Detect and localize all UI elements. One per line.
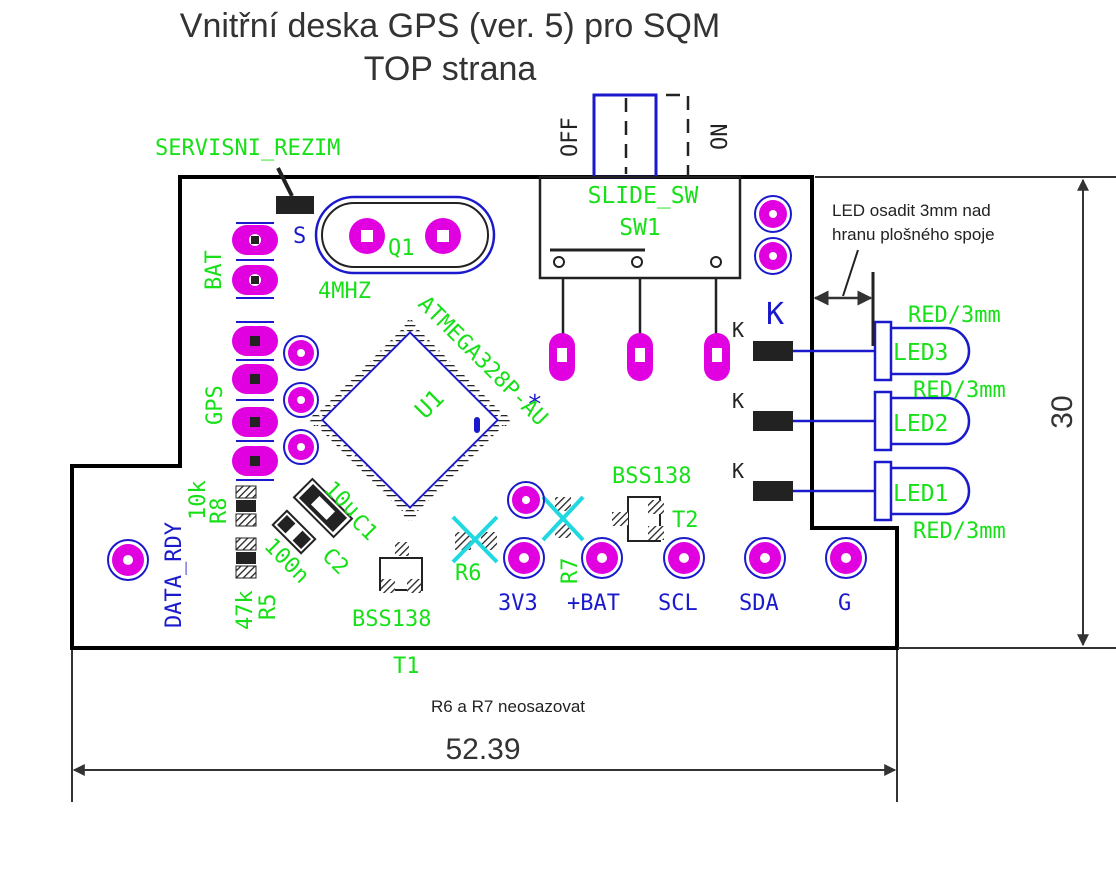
- led3-k-label: K: [732, 318, 744, 342]
- led3-ref-label: LED3: [893, 340, 948, 366]
- data-rdy-label: DATA_RDY: [162, 522, 187, 628]
- switch-pads: [549, 333, 730, 381]
- r8-value-label: 10k: [186, 480, 211, 520]
- switch-side-vias: [754, 195, 792, 275]
- switch-on-label: ON: [708, 124, 733, 151]
- pad-g-label: G: [838, 591, 851, 616]
- switch-ref-label: SW1: [619, 215, 661, 241]
- led1-type-label: RED/3mm: [913, 519, 1006, 544]
- bat-connector: [232, 222, 278, 299]
- led3-type-label: RED/3mm: [908, 303, 1001, 328]
- pad-sda-label: SDA: [739, 591, 779, 616]
- width-dimension: [71, 650, 898, 802]
- s-label: S: [293, 224, 306, 249]
- mcu-star: *: [527, 390, 543, 420]
- mcu-pin1-mark: [474, 417, 480, 433]
- mcu-u1: [309, 319, 511, 521]
- led-note-line1: LED osadit 3mm nad: [832, 201, 991, 220]
- r5-value-label: 47k: [233, 590, 258, 630]
- r5-ref-label: R5: [256, 594, 281, 621]
- led2: [753, 390, 971, 452]
- servisni-leader: [276, 167, 294, 197]
- switch-type-label: SLIDE_SW: [588, 183, 699, 209]
- t1-ref-label: T1: [393, 654, 420, 679]
- resistor-r8: [235, 485, 257, 527]
- via-r7: [507, 481, 545, 519]
- led2-ref-label: LED2: [893, 411, 948, 437]
- led1: [753, 460, 971, 522]
- slide-switch: [538, 93, 742, 335]
- pad-bat-label: +BAT: [567, 591, 620, 616]
- led-note-line2: hranu plošného spoje: [832, 225, 995, 244]
- gps-vias: [283, 335, 319, 465]
- bat-label: BAT: [202, 250, 227, 290]
- t1-type-label: BSS138: [352, 607, 431, 632]
- q1-label: Q1: [388, 236, 415, 261]
- led-note-leader: [842, 249, 859, 297]
- resistor-r5: [235, 537, 257, 579]
- led3: [753, 320, 971, 382]
- gps-connector: [232, 321, 278, 481]
- resistor-r7: [541, 495, 585, 542]
- c2-ref-label: C2: [317, 544, 353, 580]
- t2-ref-label: T2: [672, 508, 699, 533]
- servisni-jumper-pad: [276, 196, 314, 214]
- transistor-t1: [379, 542, 423, 593]
- t2-type-label: BSS138: [612, 464, 691, 489]
- data-rdy-pad: [107, 539, 149, 581]
- k-big-label: K: [766, 297, 784, 332]
- mcu-ref-label: U1: [409, 384, 449, 424]
- capacitor-c1: [292, 477, 354, 539]
- pad-scl-label: SCL: [658, 591, 698, 616]
- servisni-rezim-label: SERVISNI_REZIM: [155, 136, 340, 161]
- r6r7-note: R6 a R7 neosazovat: [431, 697, 585, 716]
- led1-k-label: K: [732, 459, 744, 483]
- bottom-pads: [503, 537, 867, 579]
- led2-type-label: RED/3mm: [913, 378, 1006, 403]
- gps-label: GPS: [203, 385, 228, 425]
- height-value: 30: [1046, 395, 1079, 428]
- r7-label: R7: [558, 558, 583, 585]
- title-line2: TOP strana: [364, 50, 537, 88]
- capacitor-c2: [271, 509, 317, 555]
- title-line1: Vnitřní deska GPS (ver. 5) pro SQM: [180, 7, 720, 45]
- resistor-r6: [451, 515, 499, 564]
- r8-ref-label: R8: [207, 498, 232, 525]
- led1-ref-label: LED1: [893, 481, 948, 507]
- width-value: 52.39: [445, 733, 520, 766]
- r6-label: R6: [455, 561, 482, 586]
- board-outline: [70, 175, 899, 650]
- crystal-q1: [314, 195, 496, 275]
- q1-freq-label: 4MHZ: [318, 279, 371, 304]
- transistor-t2: [612, 496, 664, 542]
- led2-k-label: K: [732, 389, 744, 413]
- switch-off-label: OFF: [558, 117, 583, 157]
- height-dimension: [815, 176, 1116, 649]
- pad-3v3-label: 3V3: [498, 591, 538, 616]
